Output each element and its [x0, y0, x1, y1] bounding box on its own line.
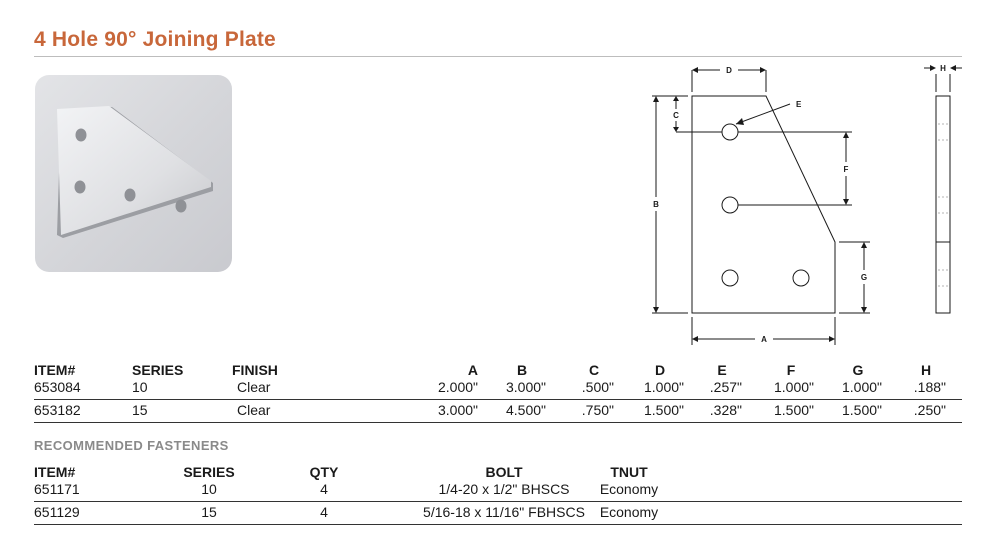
cell-b: 3.000" — [505, 379, 546, 395]
specs-table: ITEM# SERIES FINISH A B C D E F G H 6530… — [34, 362, 962, 423]
cell-bolt: 1/4-20 x 1/2" BHSCS — [438, 481, 570, 497]
cell-finish: Clear — [237, 379, 271, 395]
fasteners-heading: RECOMMENDED FASTENERS — [34, 438, 229, 453]
specs-header-row: ITEM# SERIES FINISH A B C D E F G H — [34, 362, 962, 379]
cell-qty: 4 — [320, 481, 328, 497]
col-c: C — [588, 362, 600, 378]
page-title: 4 Hole 90° Joining Plate — [34, 28, 276, 51]
cell-f: 1.500" — [773, 402, 814, 418]
cell-bolt: 5/16-18 x 11/16" FBHSCS — [423, 504, 585, 520]
col-series: SERIES — [132, 362, 184, 378]
table-row: 653182 15 Clear 3.000" 4.500" .750" 1.50… — [34, 402, 962, 419]
cell-f: 1.000" — [773, 379, 814, 395]
dimension-drawing: D B C E F G A H — [652, 64, 962, 345]
cell-e: .328" — [709, 402, 742, 418]
cell-item: 653182 — [34, 402, 81, 418]
cell-tnut: Economy — [599, 481, 659, 497]
hole-middle — [721, 196, 739, 214]
col-finish: FINISH — [232, 362, 278, 378]
title-divider — [34, 56, 962, 57]
cell-c: .500" — [581, 379, 614, 395]
fasteners-header-row: ITEM# SERIES QTY BOLT TNUT — [34, 464, 962, 481]
cell-a: 2.000" — [437, 379, 478, 395]
cell-d: 1.000" — [643, 379, 684, 395]
row-divider — [34, 524, 962, 525]
cell-item: 651129 — [34, 504, 80, 520]
cell-series: 10 — [201, 481, 217, 497]
col-d: D — [654, 362, 666, 378]
col-series: SERIES — [183, 464, 235, 480]
table-row: 651129 15 4 5/16-18 x 11/16" FBHSCS Econ… — [34, 504, 962, 521]
col-tnut: TNUT — [610, 464, 648, 480]
plate-outline — [691, 95, 836, 314]
cell-tnut: Economy — [599, 504, 659, 520]
col-a: A — [467, 362, 478, 378]
col-b: B — [516, 362, 528, 378]
cell-finish: Clear — [237, 402, 271, 418]
cell-h: .250" — [913, 402, 946, 418]
dim-label-f: F — [844, 165, 849, 174]
dim-label-d: D — [726, 66, 732, 75]
cell-item: 651171 — [34, 481, 80, 497]
dim-label-g: G — [861, 273, 867, 282]
col-h: H — [920, 362, 932, 378]
side-view — [935, 95, 951, 314]
cell-series: 10 — [132, 379, 148, 395]
table-row: 651171 10 4 1/4-20 x 1/2" BHSCS Economy — [34, 481, 962, 498]
cell-series: 15 — [201, 504, 217, 520]
cell-c: .750" — [581, 402, 614, 418]
cell-h: .188" — [913, 379, 946, 395]
dim-label-e: E — [796, 100, 802, 109]
dim-label-h: H — [940, 64, 946, 73]
cell-qty: 4 — [320, 504, 328, 520]
hole-bottom-left — [721, 269, 739, 287]
col-g: G — [852, 362, 864, 378]
product-photo — [35, 75, 232, 272]
cell-a: 3.000" — [437, 402, 478, 418]
dim-label-a: A — [761, 335, 767, 344]
fasteners-table: ITEM# SERIES QTY BOLT TNUT 651171 10 4 1… — [34, 464, 962, 525]
hole-top — [721, 123, 739, 141]
cell-b: 4.500" — [505, 402, 546, 418]
col-bolt: BOLT — [485, 464, 523, 480]
row-divider — [34, 422, 962, 423]
dim-label-b: B — [653, 200, 659, 209]
col-item: ITEM# — [34, 362, 76, 378]
cell-item: 653084 — [34, 379, 81, 395]
cell-d: 1.500" — [643, 402, 684, 418]
dim-label-c: C — [673, 111, 679, 120]
col-e: E — [717, 362, 727, 378]
col-item: ITEM# — [34, 464, 76, 480]
row-divider — [34, 399, 962, 400]
cell-series: 15 — [132, 402, 148, 418]
row-divider — [34, 501, 962, 502]
col-qty: QTY — [309, 464, 339, 480]
cell-g: 1.000" — [841, 379, 882, 395]
hole-bottom-right — [792, 269, 810, 287]
cell-e: .257" — [709, 379, 742, 395]
col-f: F — [786, 362, 796, 378]
table-row: 653084 10 Clear 2.000" 3.000" .500" 1.00… — [34, 379, 962, 396]
cell-g: 1.500" — [841, 402, 882, 418]
